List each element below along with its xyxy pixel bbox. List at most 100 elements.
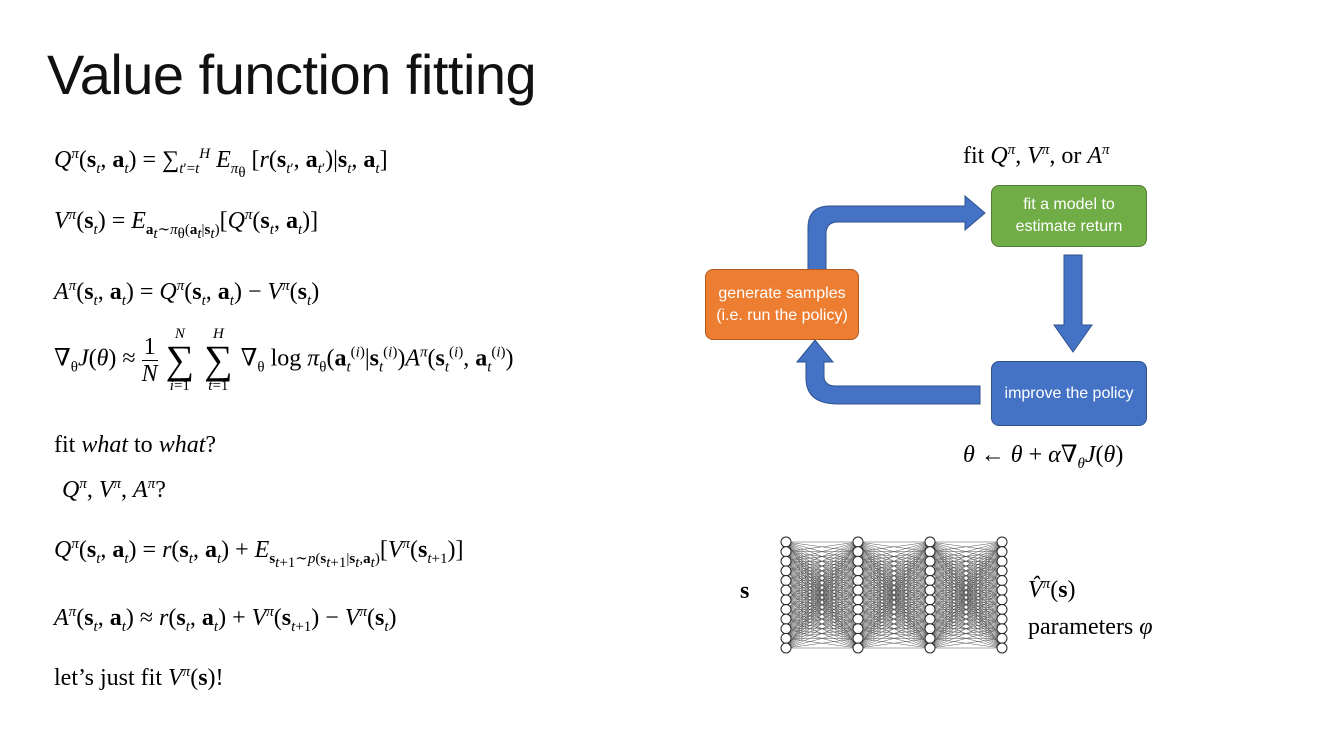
- arrow-generate-to-fit: [807, 194, 986, 271]
- network-edge: [785, 618, 859, 649]
- network-node: [996, 575, 1008, 587]
- network-node: [852, 613, 864, 625]
- network-node: [852, 623, 864, 635]
- network-edge: [857, 589, 931, 649]
- arrow-improve-to-generate: [795, 339, 981, 405]
- network-node: [780, 584, 792, 596]
- network-node: [924, 613, 936, 625]
- network-edge: [929, 628, 1003, 649]
- improve-policy-box: improve the policy: [991, 361, 1147, 426]
- network-edge: [929, 599, 1003, 649]
- network-edge: [929, 541, 1003, 649]
- network-edge: [929, 541, 1003, 601]
- network-node: [996, 584, 1008, 596]
- network-node: [996, 632, 1008, 644]
- network-edge: [857, 541, 931, 620]
- network-edge: [785, 589, 859, 649]
- network-edge: [785, 541, 859, 639]
- network-node: [780, 575, 792, 587]
- slide-title: Value function fitting: [47, 43, 537, 106]
- equation-q-definition: Qπ(st, at) = ∑t′=tH Eπθ [r(st′, at′)|st,…: [54, 146, 388, 181]
- network-node: [924, 546, 936, 558]
- network-edge: [857, 541, 931, 601]
- network-edge: [785, 541, 859, 572]
- network-edge: [857, 561, 931, 649]
- network-node: [780, 623, 792, 635]
- network-node: [996, 642, 1008, 654]
- network-edge: [785, 541, 859, 649]
- network-node: [996, 555, 1008, 567]
- network-node: [780, 632, 792, 644]
- network-edge: [857, 541, 931, 629]
- network-edge: [785, 541, 859, 601]
- network-edge: [929, 638, 1003, 649]
- network-edge: [929, 541, 1003, 591]
- network-edge: [929, 609, 1003, 649]
- network-edge: [785, 541, 859, 581]
- network-edge: [857, 580, 931, 649]
- network-edge: [857, 541, 931, 639]
- network-node: [924, 575, 936, 587]
- equation-v-definition: Vπ(st) = Eat∼πθ(at|st)[Qπ(st, at)]: [54, 207, 319, 242]
- network-node: [996, 623, 1008, 635]
- network-edge: [785, 628, 859, 649]
- network-node: [996, 546, 1008, 558]
- network-node: [780, 613, 792, 625]
- network-edge: [929, 551, 1003, 649]
- network-edge: [929, 541, 1003, 572]
- arrow-fit-to-improve: [1053, 254, 1093, 353]
- network-node: [852, 546, 864, 558]
- network-edge: [785, 551, 859, 649]
- equation-advantage-definition: Aπ(st, at) = Qπ(st, at) − Vπ(st): [54, 278, 320, 309]
- network-edge: [857, 541, 931, 562]
- network-edge: [929, 589, 1003, 649]
- network-edge: [785, 580, 859, 649]
- network-node: [924, 555, 936, 567]
- network-edge: [857, 609, 931, 649]
- network-edge: [929, 541, 1003, 639]
- update-rule-label: θ ← θ + α∇θJ(θ): [963, 442, 1124, 472]
- network-edge: [929, 570, 1003, 649]
- network-node: [924, 536, 936, 548]
- network-edge: [929, 541, 1003, 610]
- fit-model-box: fit a model to estimate return: [991, 185, 1147, 247]
- network-edge: [785, 541, 859, 610]
- network-node: [780, 642, 792, 654]
- network-node: [852, 603, 864, 615]
- equation-q-bellman: Qπ(st, at) = r(st, at) + Est+1∼p(st+1|st…: [54, 536, 464, 571]
- network-node: [780, 565, 792, 577]
- network-edge: [857, 541, 931, 591]
- network-edge: [857, 599, 931, 649]
- network-node: [924, 594, 936, 606]
- network-edge: [929, 541, 1003, 581]
- network-node: [996, 565, 1008, 577]
- network-edge: [857, 541, 931, 581]
- network-edge: [929, 541, 1003, 552]
- network-node: [924, 603, 936, 615]
- network-node: [780, 603, 792, 615]
- network-edge: [929, 541, 1003, 562]
- network-edge: [785, 541, 859, 591]
- network-edge: [785, 561, 859, 649]
- network-edge: [785, 541, 859, 552]
- network-edge: [857, 541, 931, 572]
- network-node: [996, 594, 1008, 606]
- network-node: [924, 642, 936, 654]
- network-node: [924, 623, 936, 635]
- network-node: [780, 536, 792, 548]
- network-edge: [785, 609, 859, 649]
- network-node: [996, 536, 1008, 548]
- network-edge: [929, 580, 1003, 649]
- network-edge: [857, 570, 931, 649]
- network-node: [996, 603, 1008, 615]
- network-input-label: s: [740, 578, 750, 604]
- network-node: [852, 565, 864, 577]
- network-node: [852, 632, 864, 644]
- network-edge: [857, 541, 931, 649]
- question-which-function: Qπ, Vπ, Aπ?: [62, 476, 166, 503]
- diagram-top-label: fit Qπ, Vπ, or Aπ: [963, 142, 1110, 169]
- network-edge: [929, 541, 1003, 620]
